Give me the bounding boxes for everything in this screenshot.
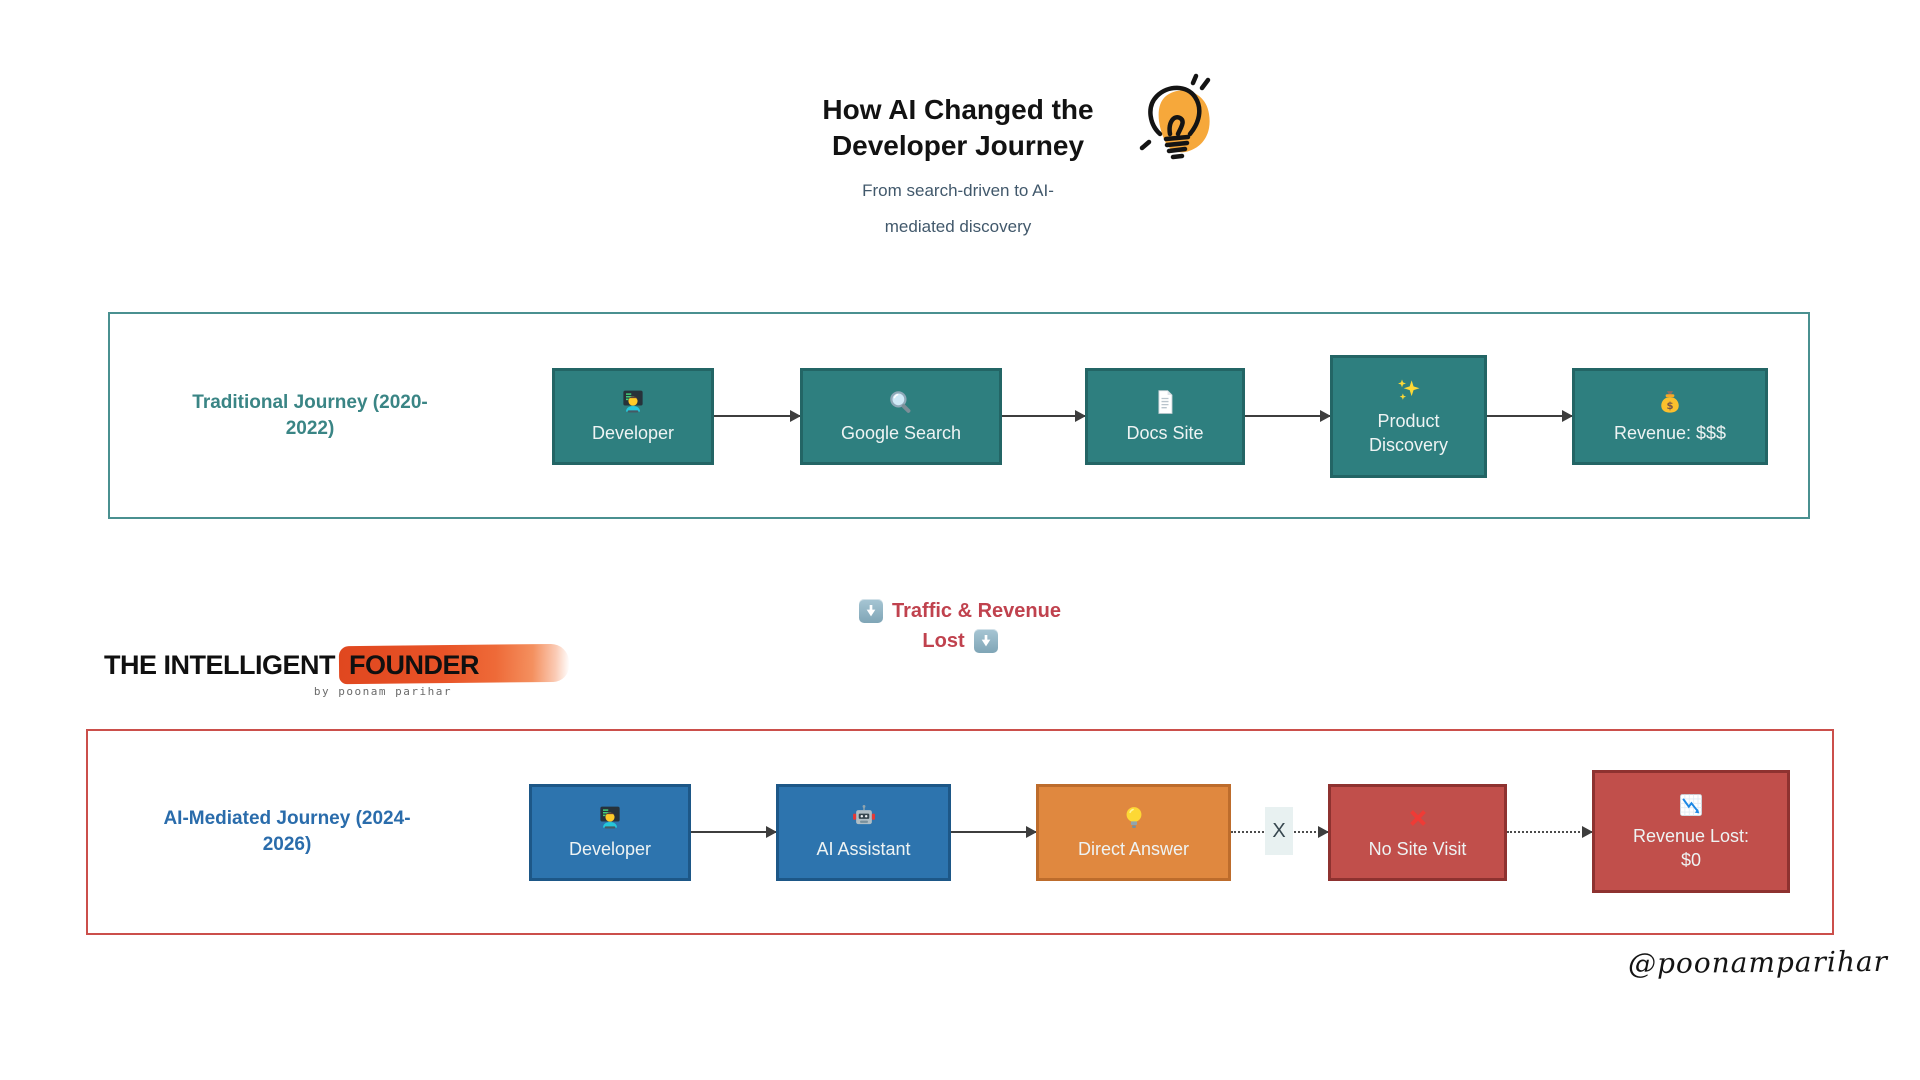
money-bag-icon: $: [1661, 390, 1679, 413]
page-title-line2: Developer Journey: [831, 130, 1085, 161]
blocked-x-label: X: [1265, 807, 1293, 855]
page-header: How AI Changed the Developer Journey Fro…: [708, 92, 1208, 245]
light-bulb-icon: [1126, 806, 1141, 828]
woman-technologist-icon: [600, 806, 620, 829]
woman-technologist-icon: [623, 390, 643, 413]
lightbulb-doodle-icon: [1139, 73, 1211, 160]
arrow-developer-to-ai: [691, 826, 777, 838]
node-developer-ai: Developer: [529, 784, 691, 881]
node-label: Revenue Lost: $0: [1632, 825, 1750, 870]
robot-icon: [852, 804, 875, 824]
logo-byline: by poonam parihar: [313, 685, 452, 698]
chart-decreasing-icon: [1680, 793, 1702, 816]
arrow-discovery-to-revenue: [1487, 410, 1573, 422]
node-google-search: Google Search: [800, 368, 1002, 465]
node-label: Developer: [591, 422, 675, 443]
cross-mark-icon: [1409, 809, 1426, 826]
arrow-developer-to-google: [714, 410, 801, 422]
node-no-site-visit: No Site Visit: [1328, 784, 1507, 881]
arrow-ai-to-answer: [951, 826, 1037, 838]
node-revenue-lost: Revenue Lost: $0: [1592, 770, 1790, 893]
ai-journey-lane: [86, 729, 1834, 935]
author-signature: @poonamparihar: [1627, 944, 1889, 981]
arrow-google-to-docs: [1002, 410, 1086, 422]
node-revenue: $ Revenue: $$$: [1572, 368, 1768, 465]
node-label: AI Assistant: [816, 838, 911, 859]
node-docs-site: Docs Site: [1085, 368, 1245, 465]
down-arrow-icon: [973, 629, 998, 653]
svg-text:$: $: [1667, 401, 1674, 412]
logo-part2: FOUNDER: [349, 650, 480, 680]
node-label: Developer: [568, 838, 652, 859]
page-document-icon: [1158, 390, 1173, 414]
arrow-docs-to-discovery: [1245, 410, 1331, 422]
node-label: Revenue: $$$: [1613, 422, 1727, 443]
logo-part1: THE INTELLIGENT: [104, 650, 336, 680]
node-label: Docs Site: [1126, 422, 1204, 443]
sparkles-icon: [1397, 379, 1419, 400]
logo-text: THE INTELLIGENT FOUNDER: [104, 643, 570, 685]
down-arrow-icon: [859, 599, 884, 623]
node-label: No Site Visit: [1368, 838, 1467, 859]
node-product-discovery: Product Discovery: [1330, 355, 1487, 478]
traditional-journey-label: Traditional Journey (2020- 2022): [192, 392, 428, 439]
logo-the-intelligent-founder: THE INTELLIGENT FOUNDER by poonam pariha…: [104, 643, 570, 698]
traditional-journey-lane: [108, 312, 1810, 519]
ai-journey-label: AI-Mediated Journey (2024- 2026): [163, 808, 411, 855]
node-ai-assistant: AI Assistant: [776, 784, 951, 881]
node-label: Google Search: [840, 422, 962, 443]
node-label: Product Discovery: [1368, 410, 1448, 455]
node-label: Direct Answer: [1077, 838, 1190, 859]
node-direct-answer: Direct Answer: [1036, 784, 1231, 881]
node-developer-traditional: Developer: [552, 368, 714, 465]
traffic-revenue-lost-callout: Traffic & Revenue Lost: [760, 596, 1160, 656]
page-title-line1: How AI Changed the: [822, 94, 1094, 125]
magnifying-glass-icon: [890, 391, 911, 413]
arrow-novisit-to-revenue-lost: [1507, 826, 1593, 838]
page-subtitle: From search-driven to AI- mediated disco…: [862, 181, 1054, 236]
